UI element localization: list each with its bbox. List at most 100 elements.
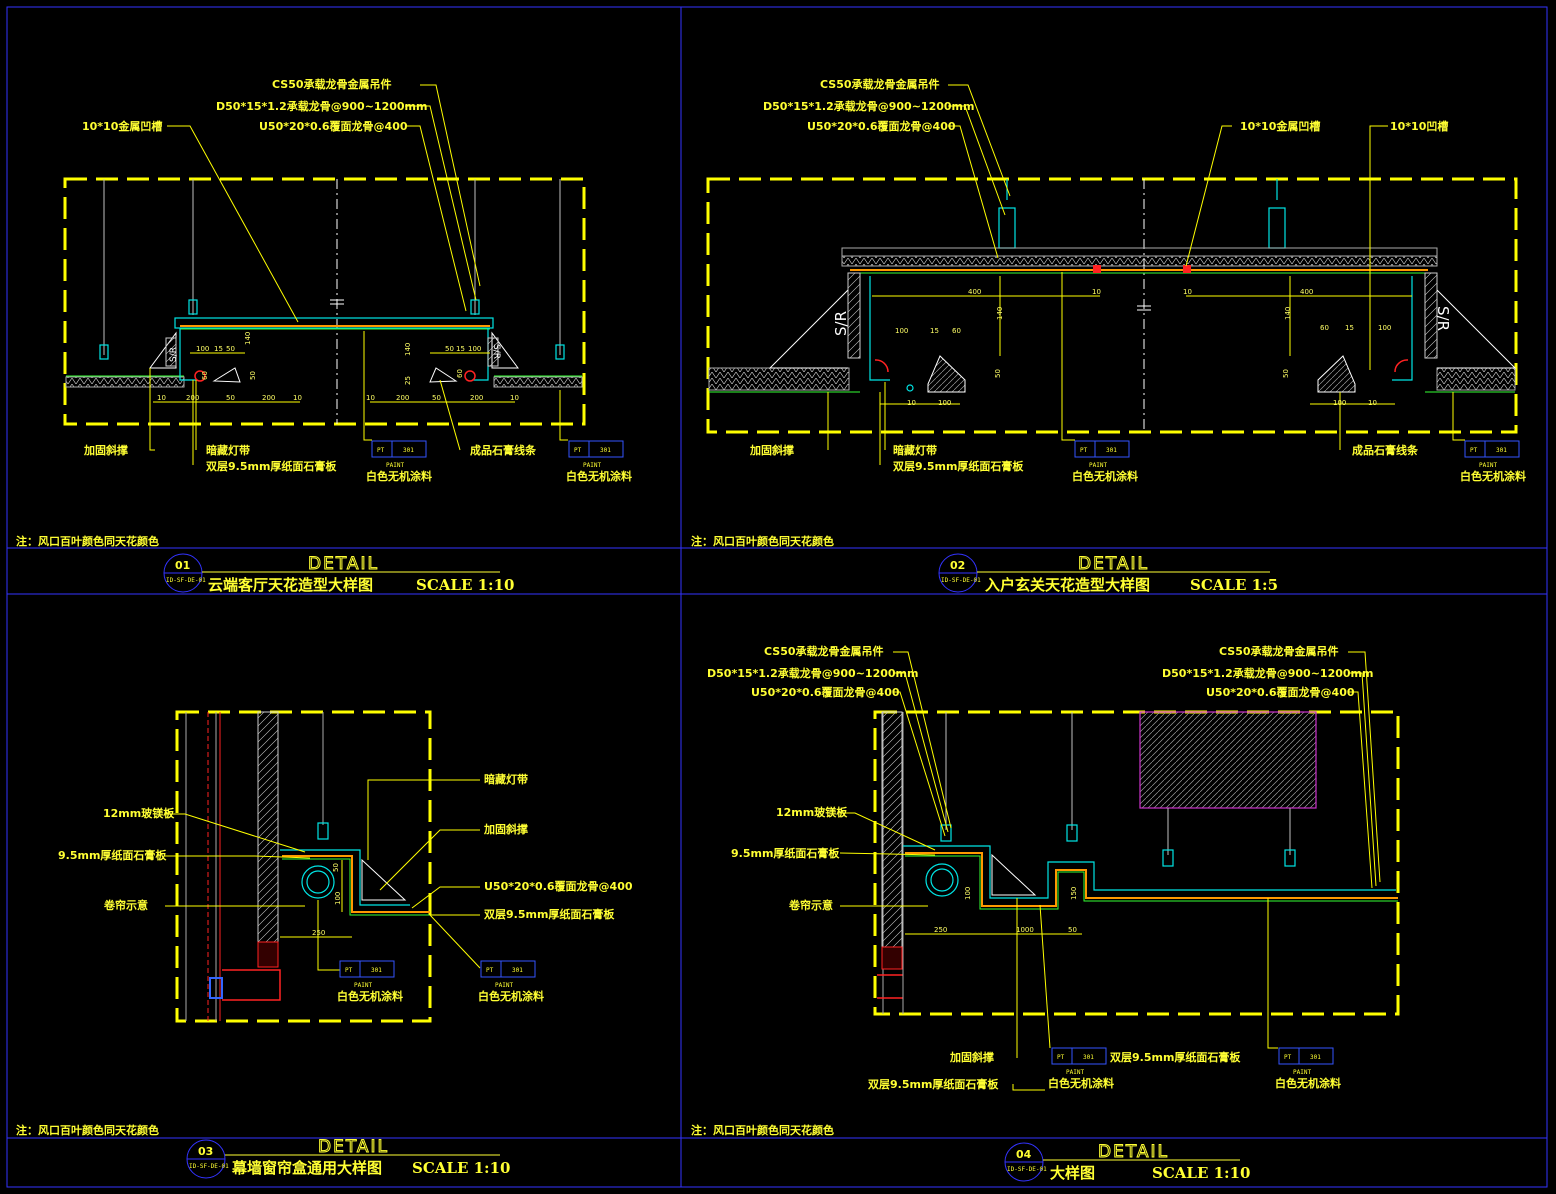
- dimension-label: 10: [157, 394, 166, 402]
- detail-number: 03: [198, 1145, 213, 1158]
- label-hanger: CS50承载龙骨金属吊件: [764, 644, 884, 658]
- dimension-label: 100: [468, 345, 481, 353]
- detail-title: 云端客厅天花造型大样图: [208, 576, 373, 594]
- pt-num: 301: [1083, 1054, 1094, 1061]
- label-gypsum: 9.5mm厚纸面石膏板: [58, 848, 167, 862]
- detail-number: 01: [175, 559, 190, 572]
- detail-number: 04: [1016, 1148, 1032, 1161]
- pt-desc: 白色无机涂料: [337, 989, 403, 1003]
- pt-code: PT: [1057, 1054, 1065, 1061]
- label-main-keel-right: D50*15*1.2承载龙骨@900~1200mm: [1162, 666, 1373, 680]
- label-curtain: 卷帘示意: [103, 898, 148, 912]
- pt-paint: PAINT: [354, 982, 372, 989]
- dimension-label: 50: [332, 863, 340, 872]
- dimension-label: 100: [334, 892, 342, 905]
- label-gypsum-double: 双层9.5mm厚纸面石膏板: [206, 459, 337, 473]
- dimension-label: 200: [470, 394, 483, 402]
- dimension-label: 25: [404, 376, 412, 385]
- dimension-label: 10: [1183, 288, 1192, 296]
- label-moulding: 成品石膏线条: [470, 443, 537, 457]
- dimension-label: 15: [456, 345, 465, 353]
- label-gypsum-double: 双层9.5mm厚纸面石膏板: [893, 459, 1024, 473]
- label-gypsum-double-2: 双层9.5mm厚纸面石膏板: [1110, 1050, 1241, 1064]
- label-gypsum-double: 双层9.5mm厚纸面石膏板: [868, 1077, 999, 1091]
- panel-4-detail: CS50承载龙骨金属吊件 D50*15*1.2承载龙骨@900~1200mm U…: [691, 644, 1400, 1137]
- pt-paint: PAINT: [1479, 462, 1497, 469]
- svg-text:S/R: S/R: [832, 311, 850, 336]
- pt-paint: PAINT: [583, 462, 601, 469]
- dimension-label: 100: [938, 399, 951, 407]
- pt-paint: PAINT: [386, 462, 404, 469]
- dimension-label: 10: [1368, 399, 1377, 407]
- dimension-label: 50: [994, 369, 1002, 378]
- label-cover-keel: U50*20*0.6覆面龙骨@400: [484, 879, 633, 893]
- sheet-frame: [6, 6, 1548, 1188]
- dimension-label: 50: [432, 394, 441, 402]
- detail-word: DETAIL: [1078, 554, 1149, 574]
- pt-code: PT: [345, 967, 353, 974]
- label-light: 暗藏灯带: [893, 443, 937, 457]
- panel-1-detail: S/R S/R CS50承载龙骨金属吊件 D50*15*1.2承载龙骨@900~…: [16, 77, 632, 548]
- pt-num: 301: [600, 447, 611, 454]
- dimension-label: 50: [1282, 369, 1290, 378]
- title-block-2: 02 ID-SF-DE-01 DETAIL 入户玄关天花造型大样图 SCALE …: [938, 553, 1278, 594]
- pt-desc: 白色无机涂料: [478, 989, 544, 1003]
- label-mgo-board: 12mm玻镁板: [103, 806, 175, 820]
- detail-code: ID-SF-DE-01: [189, 1163, 229, 1170]
- label-brace: 加固斜撑: [749, 443, 794, 457]
- title-block-1: 01 ID-SF-DE-01 DETAIL 云端客厅天花造型大样图 SCALE …: [163, 553, 514, 594]
- pt-code: PT: [1080, 447, 1088, 454]
- dimension-label: 15: [214, 345, 223, 353]
- title-block-3: 03 ID-SF-DE-01 DETAIL 幕墙窗帘盒通用大样图 SCALE 1…: [186, 1137, 510, 1179]
- pt-num: 301: [512, 967, 523, 974]
- dimension-label: 10: [293, 394, 302, 402]
- label-cover-keel-right: U50*20*0.6覆面龙骨@400: [1206, 685, 1355, 699]
- panel-note: 注：风口百叶颜色同天花颜色: [691, 1123, 834, 1137]
- panel-note: 注：风口百叶颜色同天花颜色: [16, 534, 159, 548]
- detail-scale: SCALE 1:5: [1190, 576, 1278, 594]
- pt-desc: 白色无机涂料: [1072, 469, 1138, 483]
- dimension-label: 140: [1284, 307, 1292, 320]
- detail-code: ID-SF-DE-01: [166, 577, 206, 584]
- detail-scale: SCALE 1:10: [412, 1159, 510, 1177]
- dimension-label: 400: [1300, 288, 1313, 296]
- dimension-label: 100: [964, 887, 972, 900]
- dimension-label: 100: [1333, 399, 1346, 407]
- dimension-label: 60: [952, 327, 961, 335]
- dimension-label: 100: [895, 327, 908, 335]
- label-cover-keel: U50*20*0.6覆面龙骨@400: [259, 119, 408, 133]
- label-cover-keel: U50*20*0.6覆面龙骨@400: [807, 119, 956, 133]
- label-light: 暗藏灯带: [206, 443, 250, 457]
- dimension-label: 140: [244, 332, 252, 345]
- dimension-label: 250: [312, 929, 325, 937]
- dimension-label: 50: [445, 345, 454, 353]
- detail-title: 入户玄关天花造型大样图: [985, 576, 1150, 594]
- dimension-label: 200: [262, 394, 275, 402]
- pt-desc: 白色无机涂料: [566, 469, 632, 483]
- pt-num: 301: [1310, 1054, 1321, 1061]
- label-brace: 加固斜撑: [83, 443, 128, 457]
- pt-code: PT: [1284, 1054, 1292, 1061]
- svg-text:S/R: S/R: [491, 344, 501, 359]
- pt-code: PT: [377, 447, 385, 454]
- label-hanger-right: CS50承载龙骨金属吊件: [1219, 644, 1339, 658]
- dimension-label: 50: [226, 345, 235, 353]
- dimension-label: 250: [934, 926, 947, 934]
- dimension-label: 10: [366, 394, 375, 402]
- pt-desc: 白色无机涂料: [1275, 1076, 1341, 1090]
- pt-paint: PAINT: [495, 982, 513, 989]
- label-curtain: 卷帘示意: [788, 898, 833, 912]
- dimension-label: 200: [396, 394, 409, 402]
- dimension-label: 100: [1378, 324, 1391, 332]
- label-groove-right: 10*10凹槽: [1390, 119, 1448, 133]
- pt-paint: PAINT: [1066, 1069, 1084, 1076]
- pt-code: PT: [574, 447, 582, 454]
- pt-num: 301: [371, 967, 382, 974]
- detail-scale: SCALE 1:10: [416, 576, 514, 594]
- detail-code: ID-SF-DE-01: [941, 577, 981, 584]
- label-hanger: CS50承载龙骨金属吊件: [272, 77, 392, 91]
- dimension-label: 400: [968, 288, 981, 296]
- label-main-keel: D50*15*1.2承载龙骨@900~1200mm: [216, 99, 427, 113]
- label-gypsum: 9.5mm厚纸面石膏板: [731, 846, 840, 860]
